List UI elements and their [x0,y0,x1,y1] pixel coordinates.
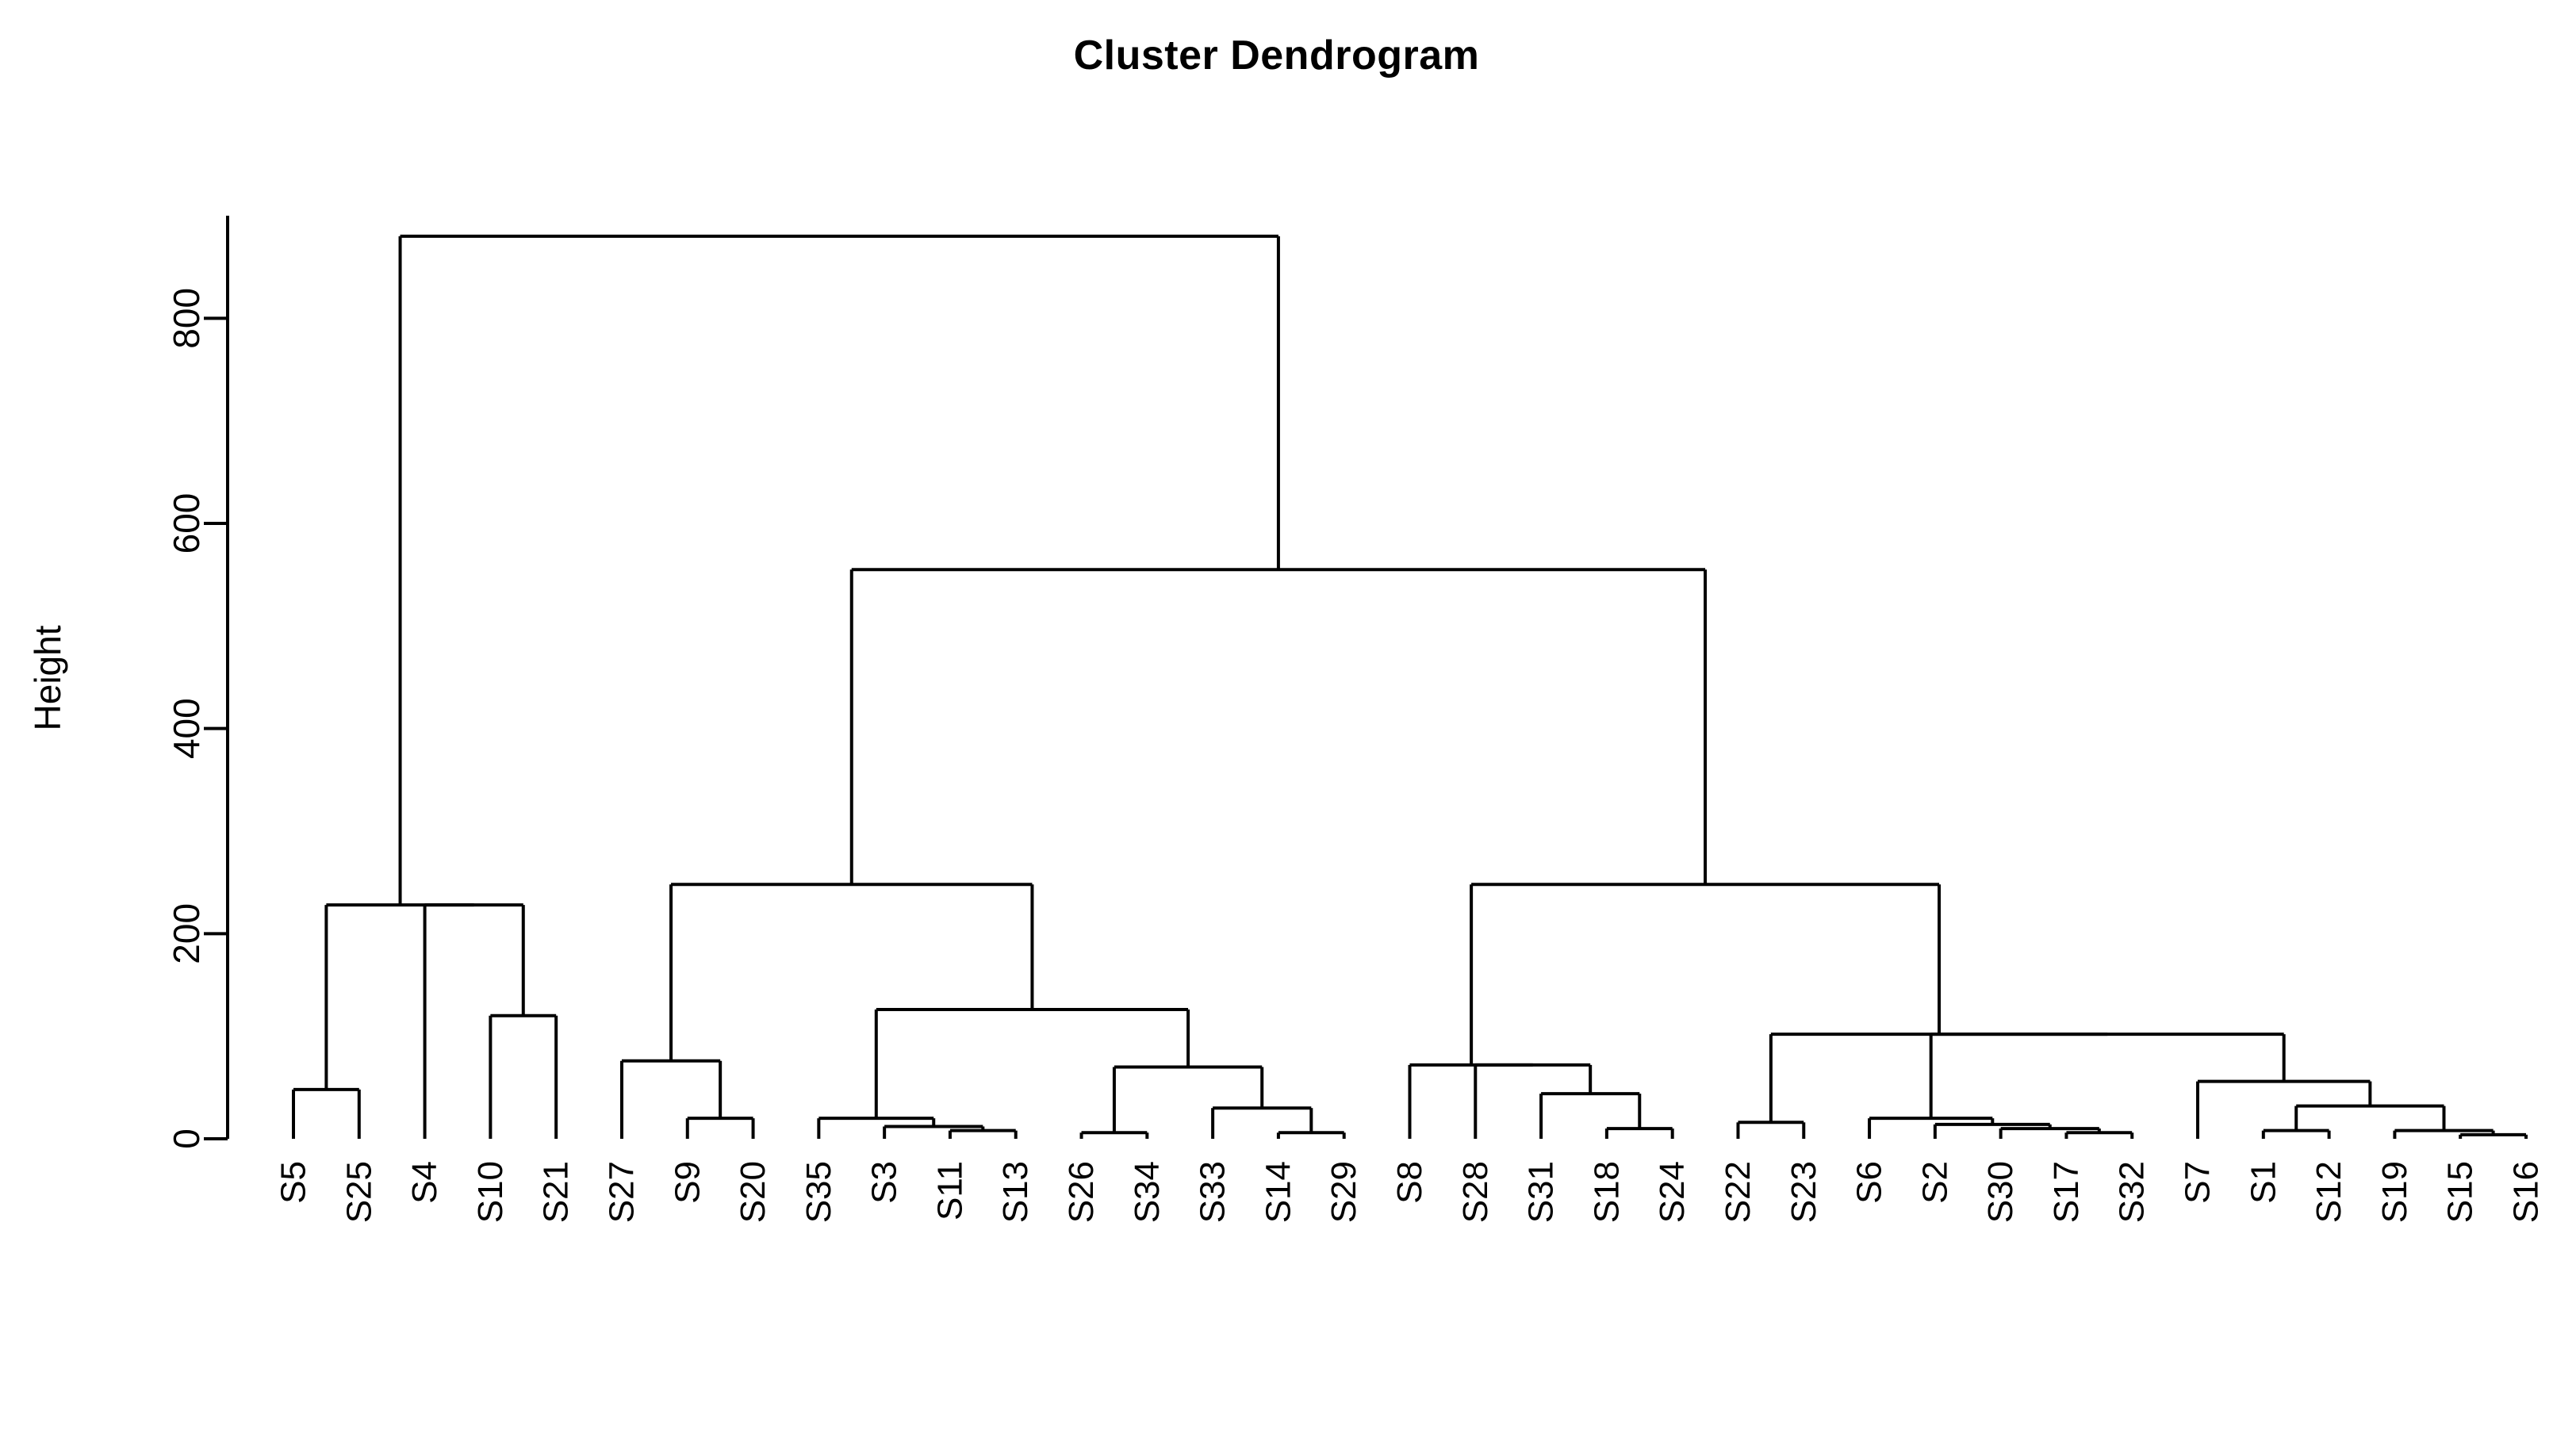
leaf-label-s10: S10 [471,1161,510,1223]
leaf-label-s20: S20 [734,1161,772,1223]
leaf-label-s22: S22 [1719,1161,1758,1223]
leaf-label-s31: S31 [1522,1161,1561,1223]
leaf-label-s34: S34 [1128,1161,1167,1223]
y-tick-label: 200 [166,903,207,964]
leaf-label-s4: S4 [405,1161,444,1204]
y-axis: 0 200 400 600 800 [166,216,229,1149]
y-tick-label: 400 [166,698,207,759]
leaf-label-s12: S12 [2310,1161,2348,1223]
leaf-label-s9: S9 [668,1161,707,1204]
leaf-label-s33: S33 [1194,1161,1232,1223]
dendrogram-tree [292,234,2528,1139]
leaf-label-s13: S13 [996,1161,1035,1223]
leaf-label-s2: S2 [1915,1161,1954,1204]
leaf-label-s24: S24 [1653,1161,1692,1223]
leaf-label-s1: S1 [2244,1161,2283,1204]
leaf-label-s30: S30 [1981,1161,2020,1223]
leaf-label-s16: S16 [2507,1161,2546,1223]
y-tick-label: 0 [166,1128,207,1149]
leaf-label-s25: S25 [339,1161,378,1223]
leaf-label-s6: S6 [1850,1161,1889,1204]
leaf-label-s23: S23 [1784,1161,1823,1223]
leaf-label-s7: S7 [2179,1161,2218,1204]
y-tick-label: 600 [166,493,207,554]
leaf-label-s5: S5 [274,1161,313,1204]
leaf-label-s18: S18 [1587,1161,1626,1223]
y-tick-label: 800 [166,288,207,349]
leaf-label-s14: S14 [1259,1161,1298,1223]
leaf-label-s32: S32 [2113,1161,2152,1223]
page-title: Cluster Dendrogram [1073,33,1480,79]
leaf-label-s28: S28 [1456,1161,1495,1223]
leaf-label-s3: S3 [865,1161,904,1204]
leaf-label-s19: S19 [2375,1161,2414,1223]
leaf-label-s26: S26 [1062,1161,1101,1223]
leaf-label-s21: S21 [537,1161,576,1223]
leaf-label-s8: S8 [1390,1161,1429,1204]
leaf-label-s15: S15 [2441,1161,2480,1223]
leaf-labels: S5 S25 S4 S10 S21 S27 S9 S20 S35 S3 S11 S13 S26 S34 S3… [274,1161,2546,1223]
leaf-label-s11: S11 [930,1161,969,1220]
leaf-label-s35: S35 [799,1161,838,1223]
leaf-label-s17: S17 [2047,1161,2086,1223]
leaf-label-s29: S29 [1324,1161,1363,1223]
leaf-label-s27: S27 [602,1161,641,1223]
